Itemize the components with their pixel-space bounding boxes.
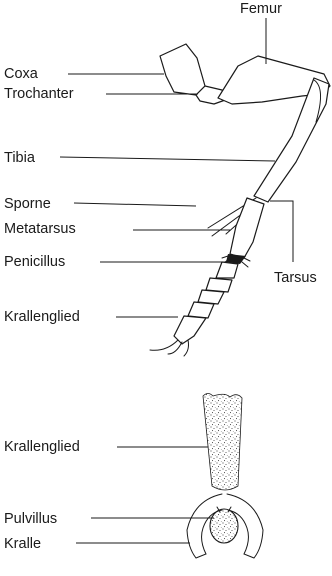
label-sporne: Sporne	[4, 196, 51, 212]
label-coxa: Coxa	[4, 66, 39, 82]
label-krallenglied-detail: Krallenglied	[4, 439, 80, 455]
krallenglied-detail-body	[203, 394, 242, 491]
tarsus-bracket	[270, 201, 293, 262]
metatarsus-segment	[230, 198, 264, 258]
sporne-leader	[74, 203, 196, 206]
label-trochanter: Trochanter	[4, 86, 74, 102]
label-pulvillus: Pulvillus	[4, 511, 57, 527]
tarsomere-2	[206, 278, 232, 292]
tarsomere-3	[198, 290, 224, 304]
label-kralle: Kralle	[4, 536, 41, 552]
krallenglied-segment	[174, 316, 206, 344]
label-metatarsus: Metatarsus	[4, 221, 76, 237]
tarsomere-4	[188, 302, 214, 318]
label-krallenglied: Krallenglied	[4, 309, 80, 325]
label-femur: Femur	[240, 1, 282, 17]
coxa-segment	[160, 44, 205, 95]
claw-detail-drawing	[187, 394, 263, 559]
tarsomere-1	[216, 262, 238, 278]
label-tibia: Tibia	[4, 150, 36, 166]
pulvillus-pad	[210, 509, 238, 543]
leg-drawing	[150, 44, 330, 356]
label-tarsus: Tarsus	[274, 270, 317, 286]
tibia-leader	[60, 157, 275, 161]
label-penicillus: Penicillus	[4, 254, 65, 270]
